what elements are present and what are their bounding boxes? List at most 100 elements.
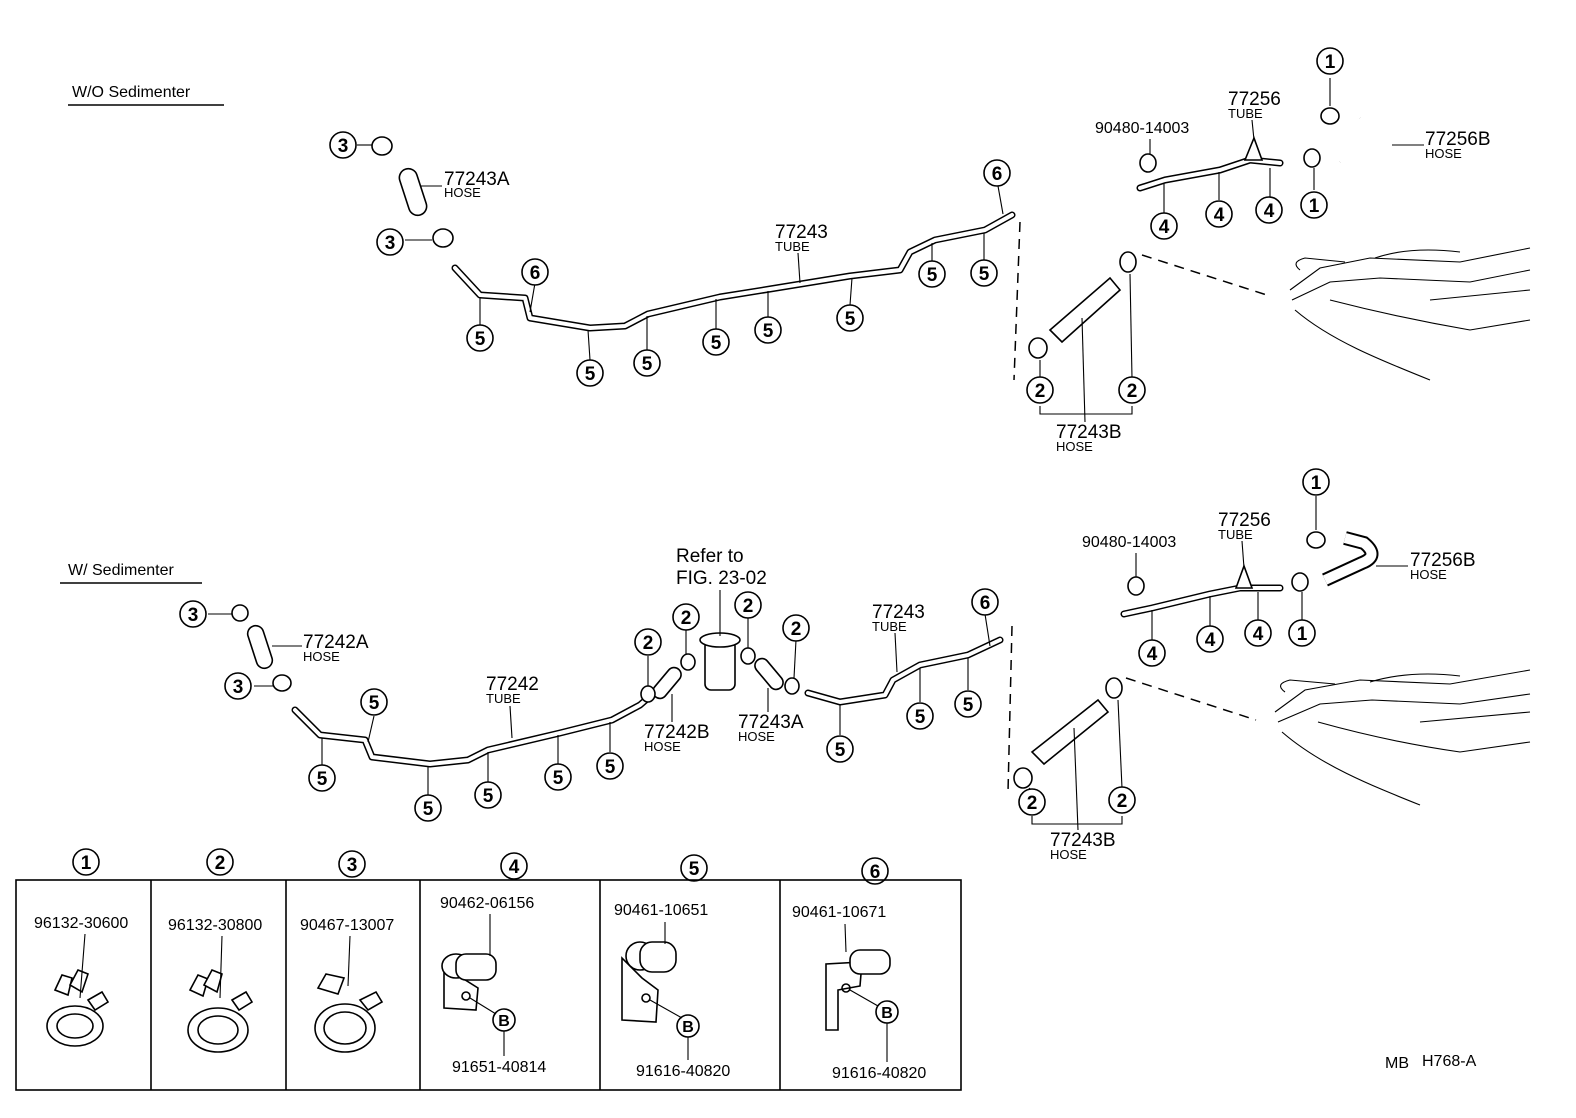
label-77243b-bottom: 77243B	[1050, 830, 1116, 851]
callout-number: 2	[743, 596, 754, 617]
figure-code-prefix: MB	[1385, 1055, 1409, 1072]
label-77242b-type: HOSE	[644, 739, 681, 754]
callout-circle	[376, 228, 404, 256]
legend-bolt-5: 91616-40820	[636, 1063, 730, 1080]
label-77243-bottom-type: TUBE	[872, 619, 907, 634]
callout-circle	[1108, 786, 1136, 814]
label-77243a-type: HOSE	[444, 185, 481, 200]
label-90480-bottom: 90480-14003	[1082, 534, 1176, 551]
callout-5: 5	[836, 304, 864, 332]
bolt-marker: B	[875, 1000, 899, 1024]
callout-circle	[906, 702, 934, 730]
callout-number: 5	[423, 799, 434, 820]
callout-number: 1	[1325, 52, 1336, 73]
callout-number: 6	[980, 593, 991, 614]
callout-3: 3	[224, 672, 252, 700]
callout-3: 3	[376, 228, 404, 256]
callout-number: 4	[1147, 644, 1158, 665]
callout-number: 1	[81, 853, 92, 874]
hose-77243b-part	[1028, 251, 1137, 359]
callout-circle	[1150, 212, 1178, 240]
legend-part-3: 90467-13007	[300, 917, 394, 934]
callout-number: 1	[1311, 473, 1322, 494]
callout-number: 1	[1297, 624, 1308, 645]
callout-3: 3	[179, 600, 207, 628]
callout-1: 1	[1316, 47, 1344, 75]
clamp-1-drawing	[46, 933, 110, 1047]
tube-77242	[291, 688, 659, 768]
callout-number: 2	[1127, 381, 1138, 402]
callout-circle	[702, 328, 730, 356]
callout-circle	[1118, 376, 1146, 404]
callout-number: 2	[1117, 791, 1128, 812]
callout-circle	[970, 259, 998, 287]
clamp-4-drawing	[441, 914, 497, 1015]
callout-circle	[1255, 196, 1283, 224]
callout-number: 5	[711, 333, 722, 354]
bolt-letter: B	[881, 1005, 893, 1022]
hose-77243a-part	[371, 136, 454, 248]
legend-part-6: 90461-10671	[792, 904, 886, 921]
callout-2: 2	[1118, 376, 1146, 404]
callout-circle	[971, 588, 999, 616]
callout-4: 4	[1138, 639, 1166, 667]
callout-circle	[918, 260, 946, 288]
callout-1: 1	[1288, 619, 1316, 647]
grommet-top	[1139, 153, 1157, 173]
callout-1: 1	[1300, 191, 1328, 219]
callout-5: 5	[906, 702, 934, 730]
label-77243-type: TUBE	[775, 239, 810, 254]
callout-circle	[474, 781, 502, 809]
callout-number: 3	[347, 855, 358, 876]
callout-2: 2	[734, 591, 762, 619]
callout-circle	[596, 752, 624, 780]
callout-number: 5	[835, 740, 846, 761]
label-77256b-bottom: 77256B	[1410, 550, 1476, 571]
callout-number: 2	[643, 633, 654, 654]
callout-number: 5	[553, 768, 564, 789]
callout-circle	[826, 735, 854, 763]
legend-part-1: 96132-30600	[34, 915, 128, 932]
label-77242b: 77242B	[644, 722, 710, 743]
callout-number: 4	[1159, 217, 1170, 238]
callout-5: 5	[680, 854, 708, 882]
callout-number: 5	[605, 757, 616, 778]
label-77256-bottom-type: TUBE	[1218, 527, 1253, 542]
callout-circle	[634, 628, 662, 656]
callout-circle	[1205, 200, 1233, 228]
callout-6: 6	[971, 588, 999, 616]
callout-circle	[206, 848, 234, 876]
callout-4: 4	[500, 852, 528, 880]
fuel-tank-outline	[1289, 247, 1531, 381]
legend-part-4: 90462-06156	[440, 895, 534, 912]
bolt-marker: B	[676, 1014, 700, 1038]
callout-circle	[224, 672, 252, 700]
callout-5: 5	[466, 324, 494, 352]
label-77243-bottom: 77243	[872, 602, 925, 623]
callout-circle	[782, 614, 810, 642]
callout-5: 5	[576, 359, 604, 387]
callout-number: 2	[791, 619, 802, 640]
callout-5: 5	[702, 328, 730, 356]
label-77242-type: TUBE	[486, 691, 521, 706]
callout-circle	[1244, 619, 1272, 647]
callout-circle	[360, 688, 388, 716]
callout-circle	[983, 159, 1011, 187]
callout-5: 5	[970, 259, 998, 287]
callout-circle	[544, 763, 572, 791]
callout-4: 4	[1244, 619, 1272, 647]
label-77243b-type: HOSE	[1056, 439, 1093, 454]
callout-number: 5	[915, 707, 926, 728]
callout-number: 5	[927, 265, 938, 286]
callout-2: 2	[634, 628, 662, 656]
callout-4: 4	[1150, 212, 1178, 240]
callout-circle	[1302, 468, 1330, 496]
callout-circle	[861, 857, 889, 885]
callout-number: 2	[681, 608, 692, 629]
callout-5: 5	[633, 349, 661, 377]
label-77243a-bottom-type: HOSE	[738, 729, 775, 744]
callout-circle	[754, 316, 782, 344]
label-77256: 77256	[1228, 89, 1281, 110]
callout-4: 4	[1205, 200, 1233, 228]
